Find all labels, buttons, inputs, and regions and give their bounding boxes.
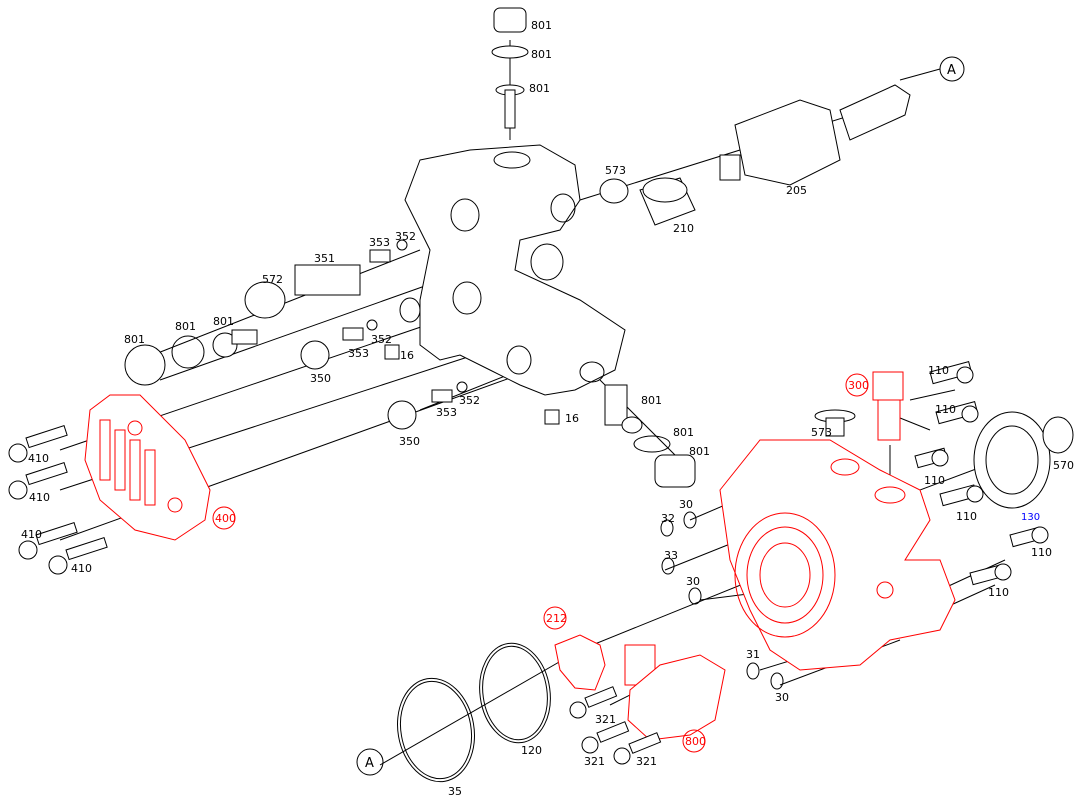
- part-labels: 801 801 801 573 205 A 210 352 353 351 57…: [21, 19, 1074, 798]
- label-801: 801: [673, 426, 694, 439]
- label-120: 120: [521, 744, 542, 757]
- label-130: 130: [1021, 512, 1040, 523]
- label-350: 350: [310, 372, 331, 385]
- reference-a-bottom: A: [365, 756, 374, 771]
- label-801: 801: [529, 82, 550, 95]
- label-31: 31: [746, 648, 760, 661]
- label-410: 410: [71, 562, 92, 575]
- top-plug-assembly: [491, 7, 529, 129]
- label-110: 110: [988, 586, 1009, 599]
- label-801: 801: [124, 333, 145, 346]
- drive-shaft-assembly: [599, 56, 965, 226]
- label-353: 353: [436, 406, 457, 419]
- label-801: 801: [175, 320, 196, 333]
- washers: [660, 511, 784, 690]
- label-570: 570: [1053, 459, 1074, 472]
- label-205: 205: [786, 184, 807, 197]
- label-210: 210: [673, 222, 694, 235]
- label-352: 352: [371, 333, 392, 346]
- seal-rings: [356, 642, 551, 783]
- label-410: 410: [29, 491, 50, 504]
- label-801: 801: [213, 315, 234, 328]
- label-16: 16: [400, 349, 414, 362]
- label-572: 572: [262, 273, 283, 286]
- bolts-321: [569, 686, 662, 765]
- reference-a-top: A: [947, 63, 956, 78]
- label-801: 801: [531, 19, 552, 32]
- label-300: 300: [848, 379, 869, 392]
- label-353: 353: [369, 236, 390, 249]
- seal-parts: [814, 409, 1074, 509]
- label-30: 30: [775, 691, 789, 704]
- label-16: 16: [565, 412, 579, 425]
- bolts-110: [914, 361, 1049, 586]
- label-321: 321: [636, 755, 657, 768]
- mid-plug-assembly: [604, 384, 696, 488]
- label-110: 110: [928, 364, 949, 377]
- label-573: 573: [811, 426, 832, 439]
- rear-cover-400: [84, 394, 236, 541]
- label-30: 30: [686, 575, 700, 588]
- label-110: 110: [1031, 546, 1052, 559]
- label-800: 800: [685, 735, 706, 748]
- label-352: 352: [395, 230, 416, 243]
- label-350: 350: [399, 435, 420, 448]
- label-351: 351: [314, 252, 335, 265]
- metering-unit: [543, 606, 726, 753]
- label-110: 110: [924, 474, 945, 487]
- label-801: 801: [689, 445, 710, 458]
- label-33: 33: [664, 549, 678, 562]
- label-35: 35: [448, 785, 462, 798]
- label-573: 573: [605, 164, 626, 177]
- label-30: 30: [679, 498, 693, 511]
- label-410: 410: [21, 528, 42, 541]
- pressure-valve-300: [845, 371, 904, 441]
- label-110: 110: [935, 403, 956, 416]
- label-212: 212: [546, 612, 567, 625]
- label-353: 353: [348, 347, 369, 360]
- label-410: 410: [28, 452, 49, 465]
- label-321: 321: [584, 755, 605, 768]
- label-801: 801: [641, 394, 662, 407]
- label-801: 801: [531, 48, 552, 61]
- bolts-410: [8, 425, 108, 575]
- label-110: 110: [956, 510, 977, 523]
- pump-body: [399, 144, 626, 396]
- label-400: 400: [215, 512, 236, 525]
- front-housing: [719, 439, 956, 671]
- label-352: 352: [459, 394, 480, 407]
- label-321: 321: [595, 713, 616, 726]
- label-32: 32: [661, 512, 675, 525]
- left-valves: [124, 239, 560, 430]
